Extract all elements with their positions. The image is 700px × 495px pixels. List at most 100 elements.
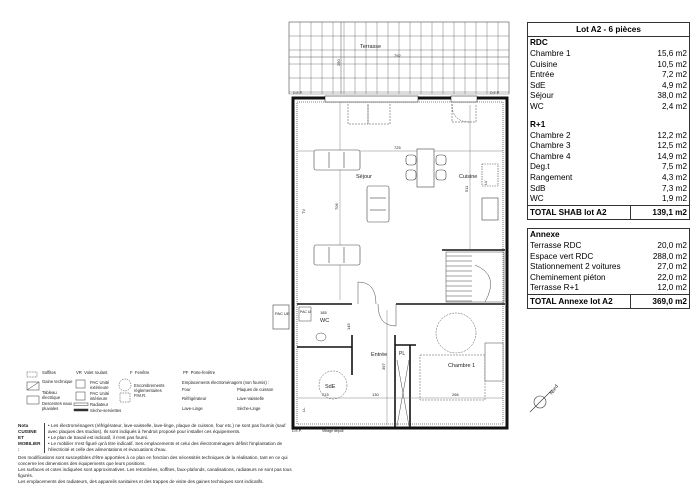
ll-label: LL — [301, 407, 306, 412]
lv-label: LV — [483, 180, 488, 185]
pac-ue-unit — [272, 304, 290, 330]
legend-col3: Encombrements réglementaires P.M.R. — [134, 383, 165, 399]
legend-item: Four — [182, 387, 191, 393]
legend-item: Réfrigérateur — [182, 396, 207, 402]
legend-col4: Emplacements électroménagers (non fourni… — [182, 380, 292, 411]
legend-item: Encombrements réglementaires P.M.R. — [134, 383, 165, 399]
room-area: 22,0 m2 — [657, 272, 687, 282]
dep-label-left: D.E.P. — [293, 91, 303, 95]
room-area: 4,3 m2 — [661, 172, 687, 182]
dim-130: 130 — [372, 392, 379, 397]
legend-col4-title: Emplacements électroménagers (non fourni… — [182, 380, 270, 385]
room-area: 12,5 m2 — [657, 141, 687, 151]
dim-397: 397 — [381, 363, 386, 370]
room-area: 15,6 m2 — [657, 49, 687, 58]
room-name: Cheminement piéton — [530, 272, 606, 282]
legend-col4-head: PF Porte-fenêtre — [183, 370, 215, 375]
legend-col1: Soffites Gaine technique Tableau électri… — [42, 370, 74, 411]
dim-706: 706 — [334, 203, 339, 210]
legend-item: Descentes eaux pluviales — [42, 401, 73, 412]
table-title: Lot A2 - 6 pièces — [528, 23, 689, 37]
sde-label: SdE — [325, 384, 336, 390]
legend-icons — [26, 371, 132, 412]
room-area: 7,3 m2 — [661, 183, 687, 193]
legend-text: Fenêtre — [134, 370, 150, 375]
dim-266: 266 — [452, 392, 459, 397]
section-annexe: Annexe — [530, 230, 560, 239]
surface-row: Terrasse R+1 12,0 m2 — [528, 283, 689, 294]
room-name: Espace vert RDC — [530, 251, 594, 261]
surface-row: Espace vert RDC 288,0 m2 — [528, 252, 689, 263]
section-r1: R+1 — [530, 119, 546, 129]
room-name: Terrasse R+1 — [530, 283, 579, 293]
room-name: WC — [530, 101, 544, 111]
sejour-label: Séjour — [356, 174, 372, 180]
pac-ue-label: PAC UE — [275, 311, 290, 316]
legend-item: PAC Unité extérieure — [90, 380, 110, 391]
room-name: WC — [530, 194, 544, 204]
legend-abbr: F — [130, 370, 133, 375]
legend-item: Lave-Linge — [182, 405, 203, 411]
dim-terrasse-height: 250 — [336, 59, 341, 66]
room-name: Chambre 3 — [530, 141, 571, 151]
legend-item: Soffites — [42, 370, 56, 375]
pac-ui-label: PAC UI — [300, 310, 311, 314]
total-shab-value: 139,1 m2 — [652, 207, 687, 217]
room-area: 12,0 m2 — [657, 283, 687, 293]
room-name: Séjour — [530, 91, 554, 101]
terrasse-label: Terrasse — [360, 44, 381, 50]
room-area: 1,9 m2 — [661, 194, 687, 204]
disclaimer-text: Des modifications sont susceptibles d'êt… — [18, 455, 288, 466]
total-shab-row: TOTAL SHAB lot A2 139,1 m2 — [528, 204, 689, 219]
room-area: 7,5 m2 — [661, 162, 687, 172]
room-area: 12,2 m2 — [657, 130, 687, 140]
dim-725: 725 — [394, 145, 401, 150]
surface-row: WC 1,9 m2 — [528, 194, 689, 205]
legend-text: Porte-fenêtre — [190, 370, 216, 375]
room-area: 14,9 m2 — [657, 151, 687, 161]
pl-label: PL — [399, 351, 405, 357]
legend-abbr: VR — [76, 370, 82, 375]
legend-text: Volet roulant — [84, 370, 108, 375]
surface-row: Chambre 2 12,2 m2 — [528, 131, 689, 142]
room-name: Stationnement 2 voitures — [530, 262, 621, 272]
room-name: SdB — [530, 183, 546, 193]
room-area: 27,0 m2 — [657, 262, 687, 272]
nota-item: • Les électroménagers (réfrigérateur, la… — [48, 423, 286, 434]
entree-label: Entrée — [371, 352, 387, 358]
legend-item: Lave-Vaisselle — [237, 396, 264, 402]
legend-item: Sèche-serviettes — [90, 408, 122, 413]
section-rdc: RDC — [530, 38, 548, 47]
vitrage-label: Vitrage dépoli — [322, 429, 344, 433]
wc-label: WC — [320, 318, 329, 324]
nord-label: Nord — [549, 384, 560, 396]
dim-511: 511 — [464, 185, 469, 192]
room-name: Rangement — [530, 172, 573, 182]
nota-item: • Le plan de travail est indicatif, il n… — [48, 435, 149, 440]
chambre1-label: Chambre 1 — [448, 363, 475, 369]
legend-item: Gaine technique — [42, 379, 73, 384]
interior-walls — [297, 249, 505, 428]
legend-item: Sèche-Linge — [237, 405, 261, 411]
dim-145: 145 — [346, 323, 351, 330]
legend-abbr: PF — [183, 370, 189, 375]
terrace-grid — [288, 21, 510, 95]
surface-row: Rangement 4,3 m2 — [528, 173, 689, 184]
room-name: Cuisine — [530, 59, 558, 69]
surface-row: Chambre 3 12,5 m2 — [528, 141, 689, 152]
disclaimer-text: Les surfaces et cotes indiquées sont app… — [18, 467, 292, 478]
room-area: 288,0 m2 — [652, 251, 687, 261]
legend-item: Radiateur — [90, 402, 109, 407]
legend-item: Plaques de cuisson — [237, 387, 274, 393]
room-name: Chambre 2 — [530, 130, 571, 140]
surface-row: SdB 7,3 m2 — [528, 184, 689, 195]
